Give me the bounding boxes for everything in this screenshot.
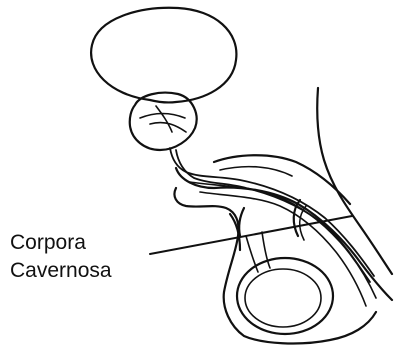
body-wall-line [317,88,392,274]
bladder-outline [91,8,236,103]
spermatic-cord [246,232,270,272]
penis-shaft-top-inner [220,167,292,176]
inner-fold-left [239,208,244,236]
label-corpora: Corpora [10,230,86,256]
urethra-upper [170,148,374,276]
penis-outer-upper [176,168,392,300]
label-cavernosa: Cavernosa [10,258,112,284]
prostate-inner-lines [140,106,186,132]
testicle-inner [245,269,321,327]
corpora-cavernosa-line-a [190,182,376,298]
